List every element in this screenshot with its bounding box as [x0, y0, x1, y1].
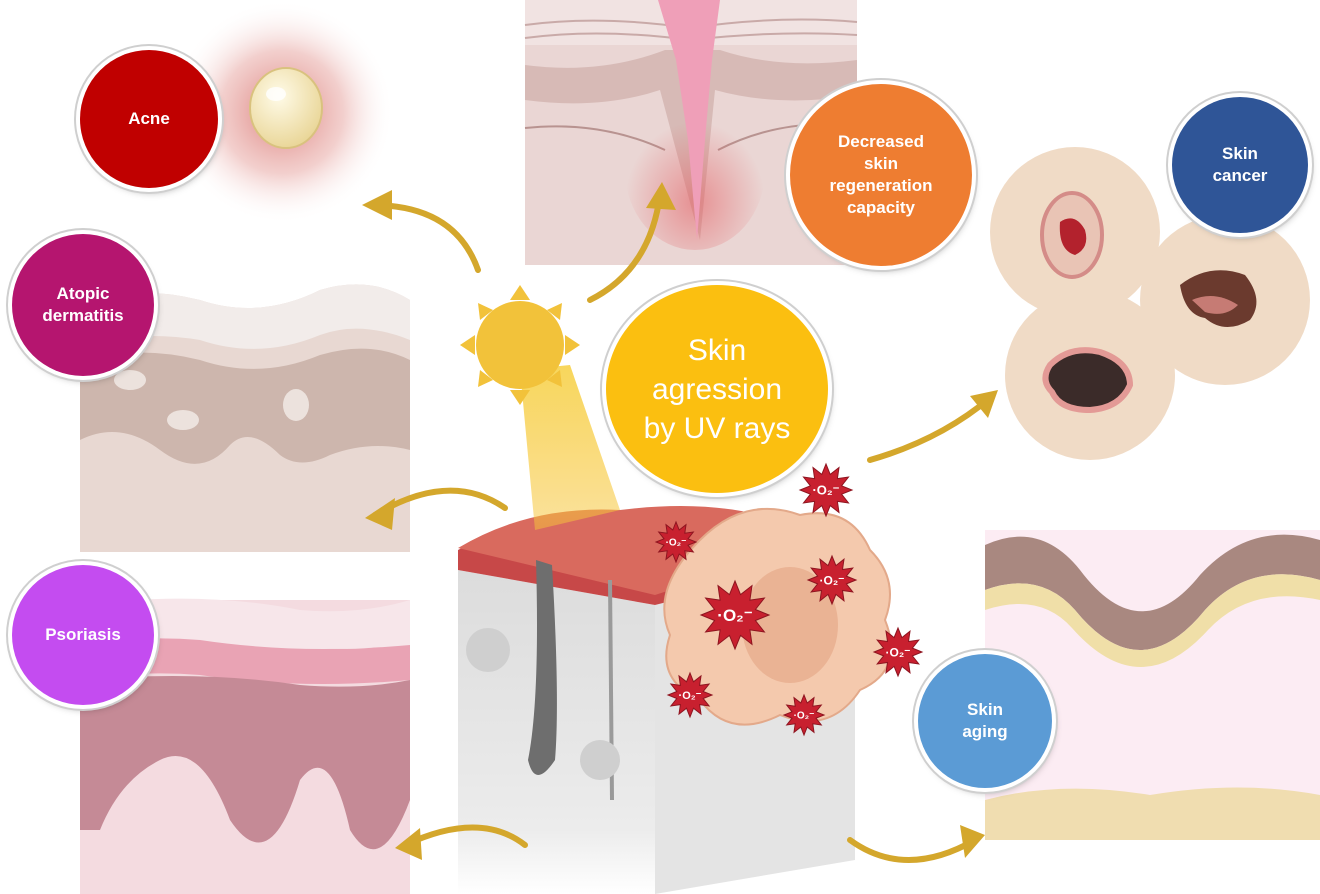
sun-icon: [460, 285, 620, 530]
ros-starburst: ·O₂⁻: [800, 464, 852, 516]
atopic-dermatitis-label: Atopic dermatitis: [42, 283, 123, 327]
decreased-regeneration-label: Decreased skin regeneration capacity: [830, 131, 933, 219]
atopic-dermatitis-circle: Atopic dermatitis: [12, 234, 154, 376]
skin-aging-circle: Skin aging: [918, 654, 1052, 788]
ros-label: ·O₂⁻: [886, 645, 911, 659]
skin-cancer-circle: Skin cancer: [1172, 97, 1308, 233]
ros-label: ·O₂⁻: [812, 483, 839, 498]
arrow-to-skin-cancer: [870, 398, 990, 460]
ros-label: ·O₂⁻: [794, 711, 815, 722]
ros-label: ·O₂⁻: [679, 690, 702, 702]
skin-aging-label: Skin aging: [962, 699, 1007, 743]
center-label: Skin agression by UV rays: [644, 331, 791, 448]
acne-circle: Acne: [80, 50, 218, 188]
center-uv-aggression-circle: Skin agression by UV rays: [606, 285, 828, 493]
acne-label: Acne: [128, 108, 170, 130]
arrow-to-skin-aging: [850, 840, 975, 860]
ros-label: ·O₂⁻: [717, 606, 752, 625]
ros-label: ·O₂⁻: [820, 573, 845, 587]
skin-cancer-label: Skin cancer: [1213, 143, 1268, 187]
ros-label: ·O₂⁻: [666, 538, 687, 549]
psoriasis-circle: Psoriasis: [12, 565, 154, 705]
decreased-regeneration-circle: Decreased skin regeneration capacity: [790, 84, 972, 266]
psoriasis-label: Psoriasis: [45, 624, 121, 646]
